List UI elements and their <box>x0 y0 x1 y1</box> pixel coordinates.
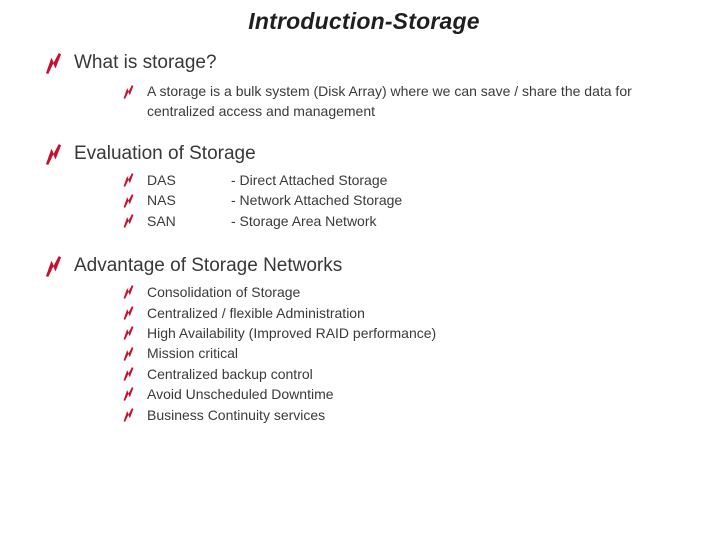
list-item: Centralized backup control <box>123 364 708 384</box>
lightning-bullet-icon <box>123 85 134 99</box>
lightning-bullet-icon <box>123 305 134 320</box>
lightning-bullet-icon <box>45 52 62 74</box>
list-item: Business Continuity services <box>123 405 708 425</box>
bullet-text: Mission critical <box>147 345 239 362</box>
definition-text: - Direct Attached Storage <box>231 172 388 188</box>
list-item: NAS - Network Attached Storage <box>123 190 708 210</box>
bullet-text: A storage is a bulk system (Disk Array) … <box>147 83 632 119</box>
lightning-bullet-icon <box>123 346 134 361</box>
section-heading-row: Evaluation of Storage <box>45 143 708 165</box>
list-item: Mission critical <box>123 343 708 363</box>
lightning-bullet-icon <box>123 214 134 228</box>
slide-content: What is storage? A storage is a bulk sys… <box>0 52 728 425</box>
slide-title: Introduction-Storage <box>248 8 480 34</box>
section-heading-row: What is storage? <box>45 52 708 74</box>
lightning-bullet-icon <box>123 408 134 422</box>
bullet-text: Business Continuity services <box>147 406 326 423</box>
list-item: Centralized / flexible Administration <box>123 303 708 323</box>
list-item: SAN - Storage Area Network <box>123 211 708 231</box>
list-item: High Availability (Improved RAID perform… <box>123 323 708 343</box>
section-advantage-of-storage-networks: Advantage of Storage Networks Consolidat… <box>45 255 708 425</box>
section-evaluation-of-storage: Evaluation of Storage DAS - Direct Attach… <box>45 143 708 231</box>
lightning-bullet-icon <box>123 326 134 341</box>
bullet-text: High Availability (Improved RAID perform… <box>147 325 437 342</box>
lightning-bullet-icon <box>123 387 134 402</box>
section-heading-text: Evaluation of Storage <box>74 143 256 164</box>
bullet-text: Centralized / flexible Administration <box>147 304 365 321</box>
section-heading-row: Advantage of Storage Networks <box>45 255 708 277</box>
term-text: DAS <box>147 172 176 188</box>
section-items: A storage is a bulk system (Disk Array) … <box>45 82 708 121</box>
list-item: Consolidation of Storage <box>123 282 708 302</box>
bullet-text: Centralized backup control <box>147 365 313 382</box>
lightning-bullet-icon <box>45 143 62 165</box>
section-heading-text: What is storage? <box>74 52 217 73</box>
term-text: SAN <box>147 212 176 229</box>
lightning-bullet-icon <box>123 193 134 208</box>
list-item: A storage is a bulk system (Disk Array) … <box>123 82 708 121</box>
section-heading-text: Advantage of Storage Networks <box>74 255 343 277</box>
bullet-text: Consolidation of Storage <box>147 284 301 301</box>
list-item: Avoid Unscheduled Downtime <box>123 384 708 404</box>
title-bar: Introduction-Storage <box>0 0 728 36</box>
definition-text: - Storage Area Network <box>231 212 377 229</box>
lightning-bullet-icon <box>123 285 134 300</box>
lightning-bullet-icon <box>123 367 134 381</box>
section-items: DAS - Direct Attached Storage NAS - Networ… <box>45 170 708 231</box>
section-what-is-storage: What is storage? A storage is a bulk sys… <box>45 52 708 121</box>
list-item: DAS - Direct Attached Storage <box>123 170 708 190</box>
definition-text: - Network Attached Storage <box>231 192 403 209</box>
term-text: NAS <box>147 192 176 209</box>
lightning-bullet-icon <box>45 255 62 277</box>
lightning-bullet-icon <box>123 173 134 188</box>
bullet-text: Avoid Unscheduled Downtime <box>147 386 334 403</box>
section-items: Consolidation of Storage Centralized / f… <box>45 282 708 425</box>
